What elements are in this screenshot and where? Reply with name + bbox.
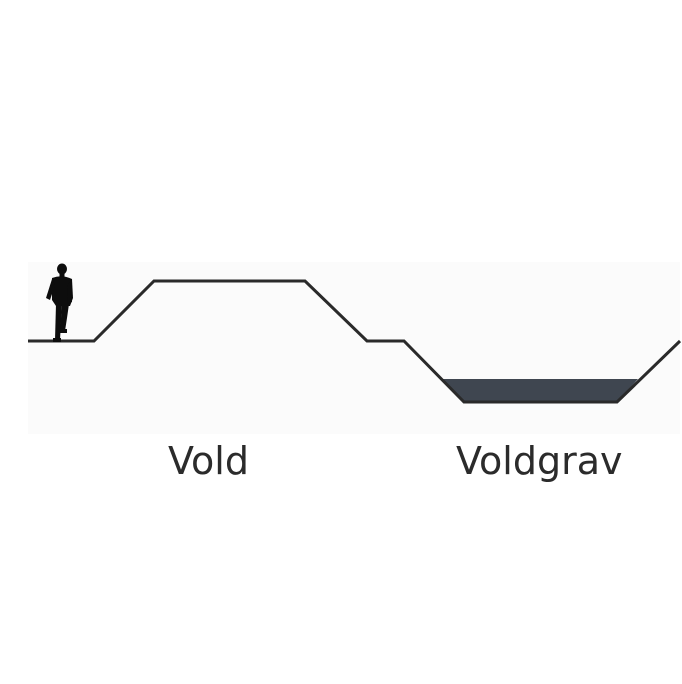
moat-label: Voldgrav (456, 439, 623, 483)
person-silhouette-icon (46, 263, 73, 342)
profile-panel (28, 262, 680, 434)
ground-profile-line (28, 279, 682, 404)
moat-water (442, 379, 638, 402)
rampart-label: Vold (168, 439, 249, 483)
